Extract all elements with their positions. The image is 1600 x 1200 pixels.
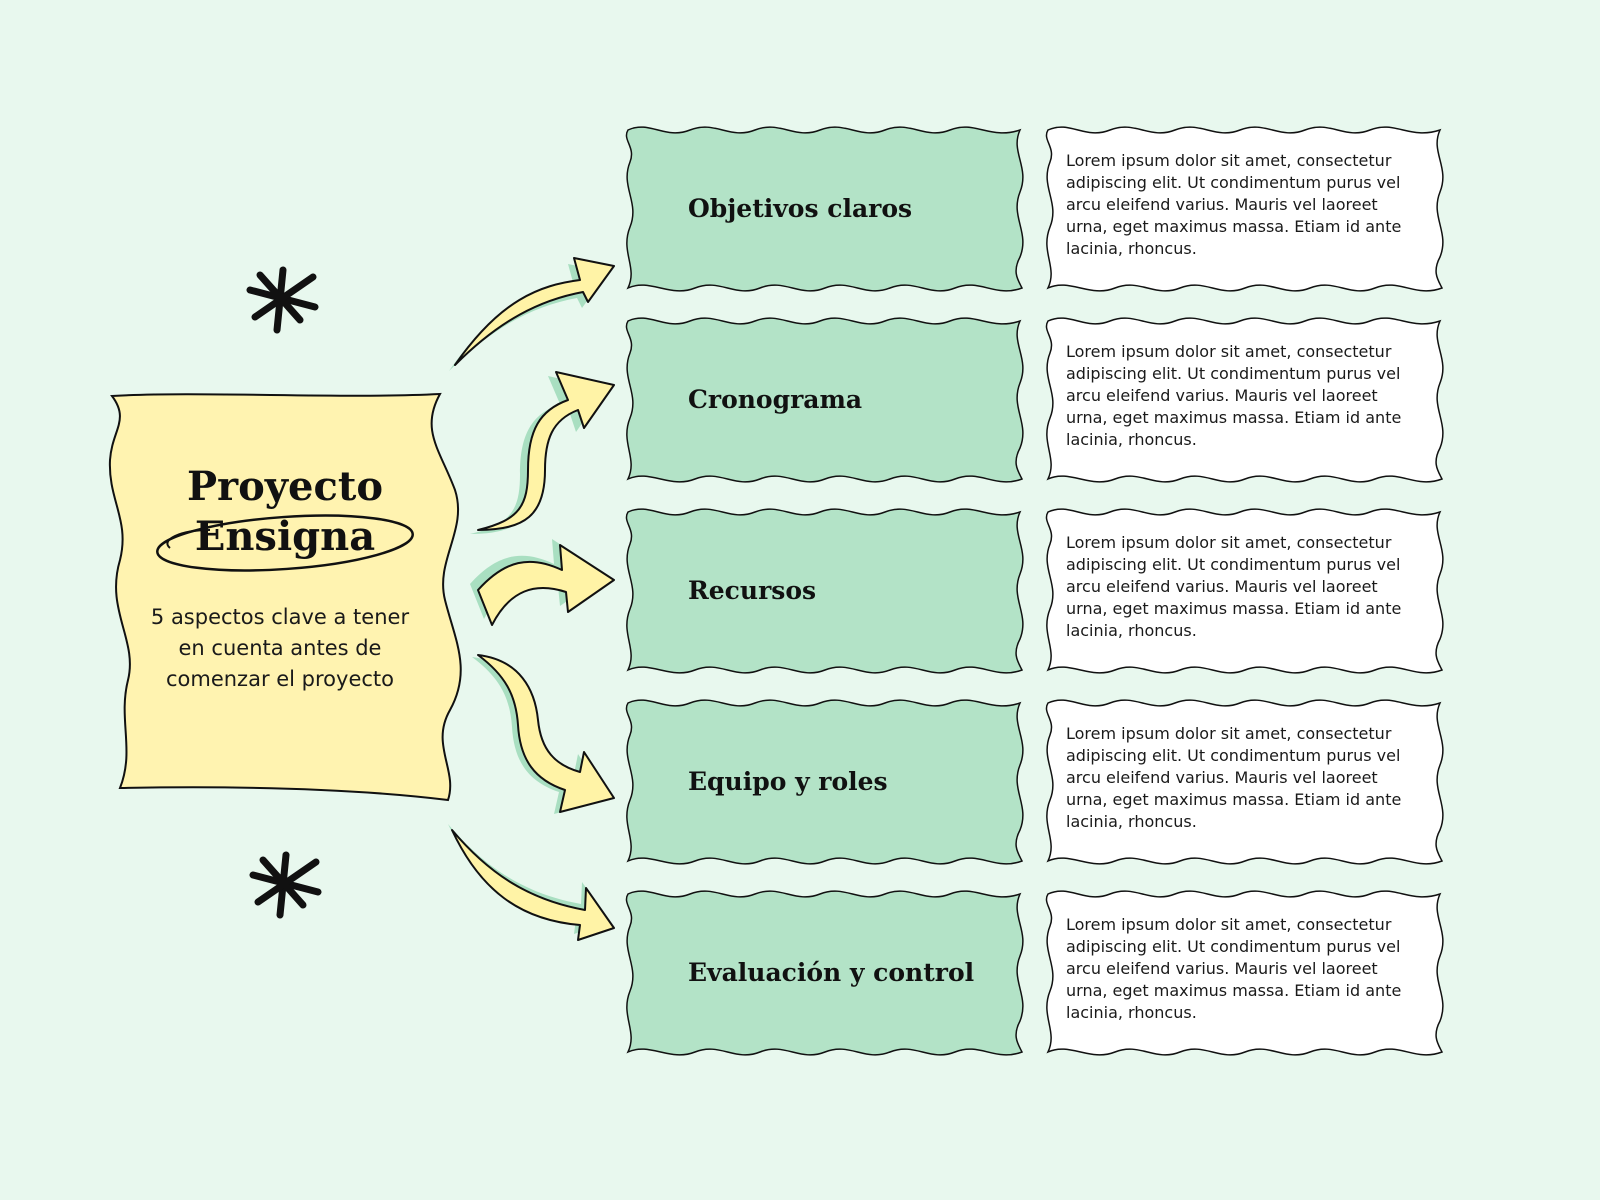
- label-card: [625, 126, 1024, 292]
- label-card: [625, 699, 1024, 865]
- label-card: [625, 508, 1024, 674]
- description-card: [1045, 508, 1444, 674]
- description-card: [1045, 126, 1444, 292]
- description-card: [1045, 890, 1444, 1056]
- aspect-row-objetivos: Objetivos claros Lorem ipsum dolor sit a…: [620, 122, 1450, 294]
- arrow-icon: [449, 257, 615, 371]
- main-title-line-1: Proyecto: [186, 463, 384, 510]
- aspect-description: Lorem ipsum dolor sit amet, consectetur …: [1066, 342, 1402, 449]
- main-title-line-2: Ensigna: [194, 513, 376, 560]
- description-card: [1045, 317, 1444, 483]
- description-card: [1045, 699, 1444, 865]
- arrow-icon: [470, 371, 615, 534]
- aspect-row-evaluacion: Evaluación y control Lorem ipsum dolor s…: [620, 886, 1450, 1058]
- aspect-description: Lorem ipsum dolor sit amet, consectetur …: [1066, 151, 1402, 258]
- label-card: [625, 317, 1024, 483]
- aspect-description: Lorem ipsum dolor sit amet, consectetur …: [1066, 724, 1402, 831]
- asterisk-icon: [246, 266, 319, 334]
- aspect-label: Evaluación y control: [688, 957, 975, 987]
- aspect-row-equipo: Equipo y roles Lorem ipsum dolor sit ame…: [620, 695, 1450, 867]
- aspect-row-cronograma: Cronograma Lorem ipsum dolor sit amet, c…: [620, 313, 1450, 485]
- asterisk-icon: [249, 851, 322, 919]
- aspect-description: Lorem ipsum dolor sit amet, consectetur …: [1066, 533, 1402, 640]
- aspect-label: Equipo y roles: [688, 766, 888, 796]
- aspect-label: Recursos: [688, 575, 817, 605]
- main-title: Proyecto Ensigna: [110, 462, 460, 562]
- arrow-icon: [470, 539, 615, 626]
- main-card: [108, 392, 462, 802]
- aspect-label: Objetivos claros: [688, 193, 913, 223]
- aspect-label: Cronograma: [688, 384, 863, 414]
- label-card: [625, 890, 1024, 1056]
- aspect-row-recursos: Recursos Lorem ipsum dolor sit amet, con…: [620, 504, 1450, 676]
- main-subtitle: 5 aspectos clave a tener en cuenta antes…: [150, 605, 410, 691]
- aspect-description: Lorem ipsum dolor sit amet, consectetur …: [1066, 915, 1402, 1022]
- arrow-icon: [472, 654, 615, 814]
- arrow-icon: [448, 824, 615, 941]
